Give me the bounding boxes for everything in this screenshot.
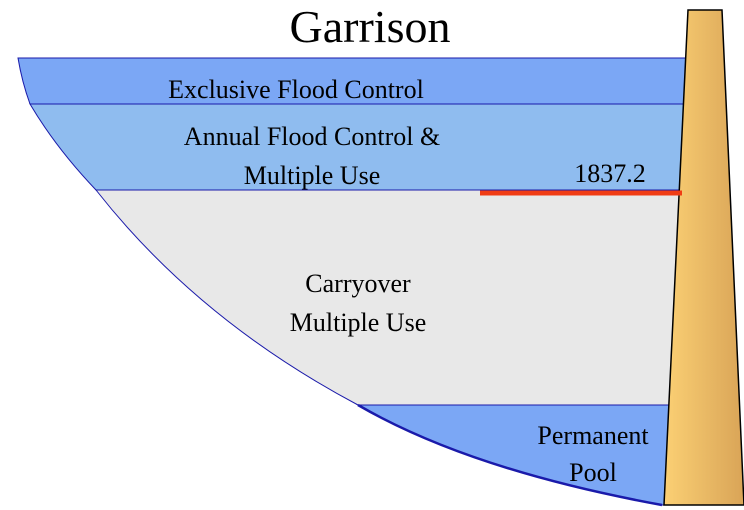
- annual-flood-control-label-line1: Annual Flood Control &: [184, 122, 440, 151]
- carryover-label-line2: Multiple Use: [290, 308, 427, 337]
- permanent-pool-label-line1: Permanent: [537, 421, 649, 450]
- reservoir-bank-outline: [357, 403, 663, 507]
- diagram-title: Garrison: [290, 1, 451, 52]
- permanent-pool-zone: [356, 404, 689, 506]
- permanent-pool-label-line2: Pool: [569, 458, 617, 487]
- dam: [663, 9, 744, 506]
- exclusive-flood-control-label: Exclusive Flood Control: [168, 75, 424, 104]
- carryover-label-line1: Carryover: [305, 269, 411, 298]
- elevation-marker-value: 1837.2: [574, 159, 646, 188]
- annual-flood-control-label-line2: Multiple Use: [244, 161, 381, 190]
